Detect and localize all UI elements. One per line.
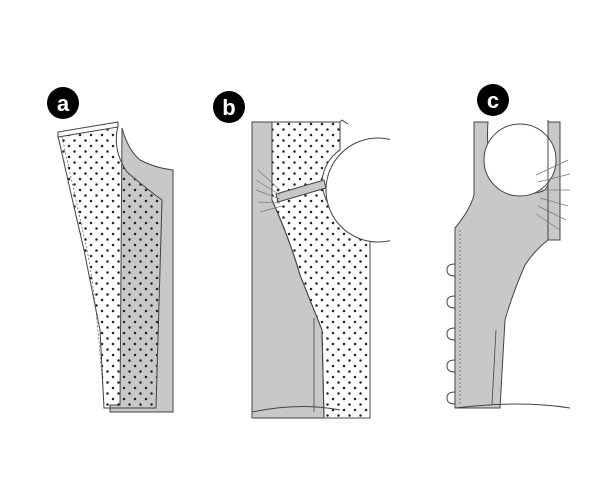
- step-b-badge: b: [213, 91, 245, 123]
- step-b-armhole: [325, 137, 390, 243]
- step-c-dart-line: [491, 329, 497, 405]
- step-b-hem-line: [251, 405, 341, 413]
- step-a: a: [47, 87, 174, 413]
- step-c-armhole: [483, 123, 557, 197]
- step-b-gather-lines: [255, 169, 283, 213]
- snap-icon: [446, 295, 456, 309]
- snap-icon: [446, 391, 456, 405]
- step-a-stitch-line: [61, 136, 105, 405]
- step-c-snaps: [446, 263, 456, 405]
- step-c-badge: c: [477, 84, 509, 116]
- step-c-label: c: [487, 88, 499, 113]
- step-a-shoulder-seam: [57, 121, 119, 138]
- snap-icon: [446, 263, 456, 277]
- step-b: b: [213, 91, 390, 419]
- snap-icon: [446, 359, 456, 373]
- step-a-label: a: [57, 91, 70, 116]
- step-a-front-piece: [57, 125, 163, 409]
- step-b-label: b: [222, 95, 235, 120]
- snap-icon: [446, 327, 456, 341]
- step-c-hem-line: [454, 403, 571, 409]
- step-b-shoulder-strap: [275, 179, 327, 203]
- step-c-gather-lines: [535, 159, 571, 231]
- step-c: c: [446, 84, 571, 409]
- step-a-badge: a: [47, 87, 79, 119]
